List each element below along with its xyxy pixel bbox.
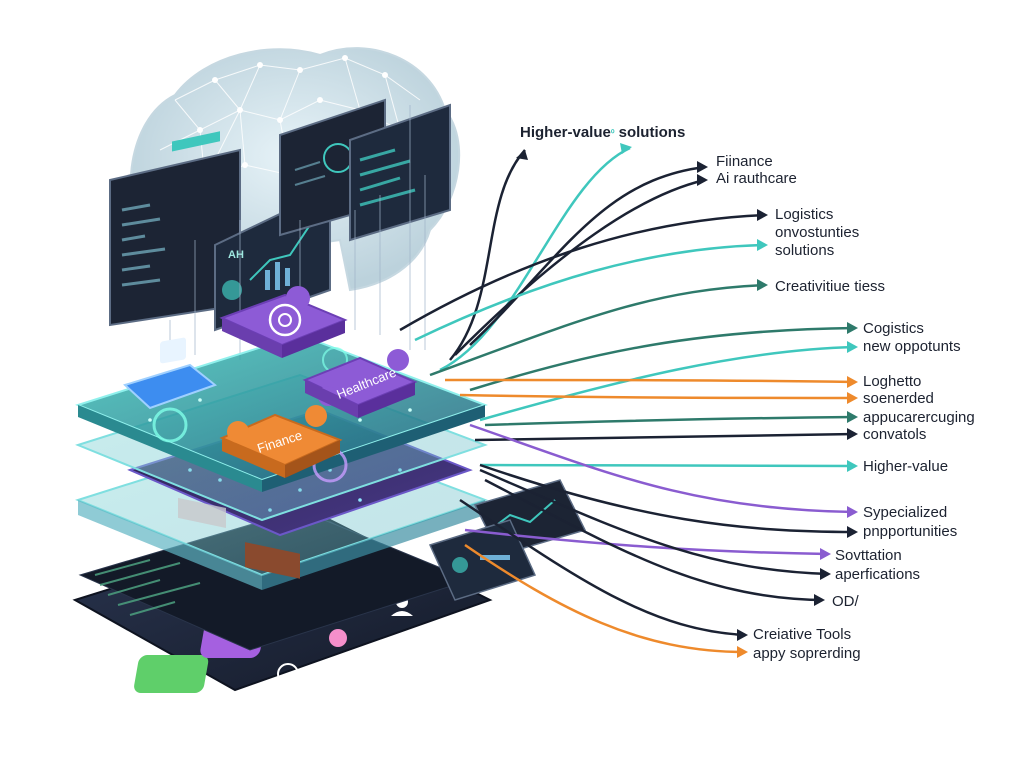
clock-icon — [134, 655, 299, 693]
connector-12 — [484, 415, 856, 427]
connector-21 — [464, 543, 746, 654]
label-soenerded: soenerded — [863, 390, 934, 407]
connector-17 — [464, 528, 829, 556]
label-loghetto: Loghetto — [863, 373, 922, 390]
side-screen-2 — [428, 519, 537, 601]
label-healthcare: Ai rauthcare — [716, 170, 797, 187]
puzzle-piece-top — [219, 286, 348, 358]
connector-6 — [414, 243, 766, 342]
label-appucarercuging: appucarercuging — [863, 409, 975, 426]
document-icon — [123, 337, 218, 410]
title-superscript: ⁰ — [610, 128, 615, 138]
label-logistics: Logistics — [775, 206, 834, 223]
title-text: Higher-value — [520, 124, 611, 141]
connector-1 — [449, 149, 526, 361]
label-solutions: solutions — [775, 242, 835, 259]
label-convatols: convatols — [863, 426, 927, 443]
floating-screen-1 — [109, 131, 241, 327]
connector-2 — [439, 146, 631, 372]
label-sovttation: Sovttation — [835, 547, 902, 564]
label-creative-ties: Creativitiue tiess — [775, 278, 886, 295]
label-specialized: Sypecialized — [863, 504, 948, 521]
connector-19 — [484, 478, 823, 602]
label-new-opportunities: new oppotunts — [863, 338, 961, 355]
puzzle-piece-finance: Finance — [219, 405, 343, 478]
connector-3 — [469, 165, 706, 346]
connector-lines — [399, 146, 856, 654]
connector-4 — [454, 178, 706, 356]
label-od: OD/ — [832, 593, 859, 610]
arrowheads — [516, 143, 858, 658]
chip-icon — [268, 303, 302, 337]
label-finance: Fiinance — [716, 153, 773, 170]
connector-9 — [479, 345, 856, 422]
puzzle-piece-healthcare: Healthcare — [302, 349, 418, 418]
label-higher-value: Higher-value — [863, 458, 949, 475]
label-opportunities: onvostunties — [775, 224, 860, 241]
title-tail: solutions — [614, 124, 686, 141]
connector-20 — [459, 498, 746, 637]
connector-10 — [444, 378, 856, 384]
ai-badge: AH — [228, 249, 244, 261]
connector-16 — [479, 463, 856, 534]
connector-7 — [429, 283, 766, 377]
connector-5 — [399, 213, 766, 332]
label-creative-tools: Creiative Tools — [753, 626, 852, 643]
label-aperfications: aperfications — [835, 566, 921, 583]
connector-18 — [479, 468, 829, 576]
connector-8 — [469, 326, 856, 392]
connector-14 — [479, 463, 856, 468]
label-pnpportunities: pnpportunities — [863, 523, 958, 540]
connector-15 — [469, 423, 856, 514]
title-label: Higher-value⁰ solutions — [520, 124, 685, 142]
label-cogistics: Cogistics — [863, 320, 924, 337]
label-appy-soprerding: appy soprerding — [753, 645, 861, 662]
connector-11 — [459, 393, 856, 400]
connector-13 — [474, 432, 856, 442]
